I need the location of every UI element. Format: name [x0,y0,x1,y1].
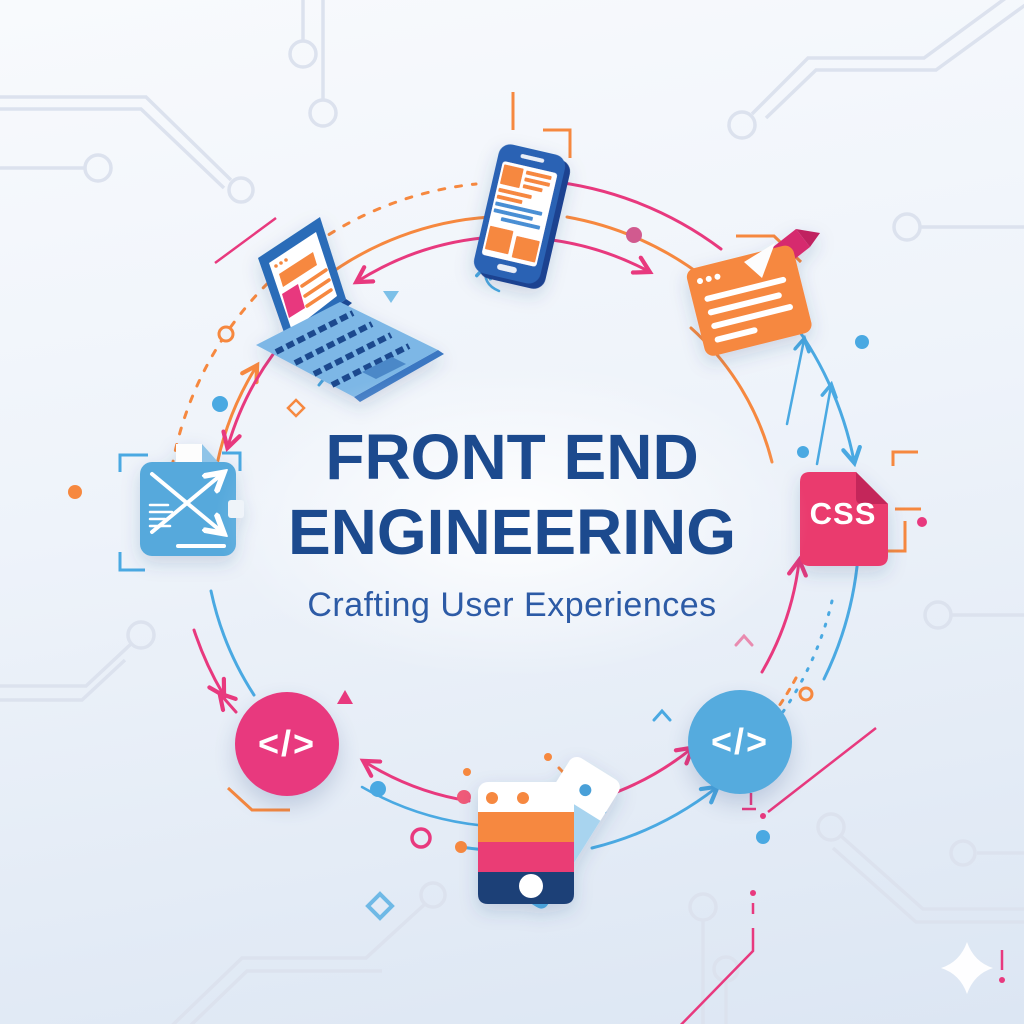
code-glyph: </> [257,723,317,764]
pink-circuit [214,216,1004,1024]
blue-dot [370,781,386,797]
code-glyph: </> [710,721,770,762]
css-file-icon [800,472,888,566]
blue-dot [855,335,869,349]
blue-dot [756,830,770,844]
orange-dot [463,768,471,776]
color-swatches-icon [478,756,620,909]
title-line-1: FRONT END [325,421,699,493]
swatch-front-card [478,782,574,904]
css-file-label: CSS [809,496,877,531]
pink-open-circle [410,827,432,849]
pink-dot [917,517,927,527]
orange-dot [68,485,82,499]
center-glow [212,360,812,680]
code-circle-blue: </> [688,690,792,794]
orange-dot [544,753,552,761]
paper-plane [744,243,775,278]
blue-chevron [652,708,672,722]
orange-open-circle [798,686,814,702]
blue-triangle [383,291,399,303]
title-line-2: ENGINEERING [287,495,737,568]
orange-dot [455,841,467,853]
browser-window-icon [686,229,820,356]
smartphone-icon [473,144,571,289]
pink-triangle [337,690,353,704]
subtitle: Crafting User Experiences [307,585,717,624]
title-block: FRONT END ENGINEERING Crafting User Expe… [0,420,1024,625]
code-circle-pink: </> [235,692,339,796]
blue-diamond [365,891,395,921]
sparkle [941,942,993,994]
pink-dot [626,227,642,243]
pink-dot [457,790,471,804]
